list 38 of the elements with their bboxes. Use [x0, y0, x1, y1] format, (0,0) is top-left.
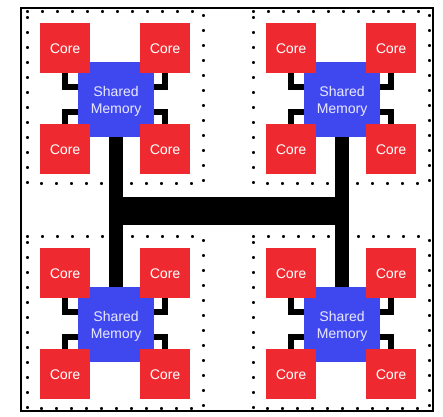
connector-line: [380, 73, 394, 90]
bus-line: [109, 137, 349, 211]
connector-line: [62, 334, 78, 349]
core-box: Core: [40, 349, 90, 399]
core-box: Core: [140, 248, 190, 298]
core-box: Core: [40, 248, 90, 298]
core-box: Core: [140, 23, 190, 73]
core-box: Core: [366, 124, 416, 174]
connector-line: [154, 298, 168, 315]
connector-line: [288, 334, 304, 349]
dotted-region: [26, 235, 205, 410]
connector-line: [380, 109, 394, 124]
connector-line: [154, 73, 168, 90]
dotted-region: [252, 235, 431, 410]
connector-line: [154, 334, 168, 349]
connector-line: [62, 109, 78, 124]
core-box: Core: [266, 248, 316, 298]
core-box: Core: [366, 23, 416, 73]
core-box: Core: [366, 248, 416, 298]
core-box: Core: [266, 349, 316, 399]
connector-line: [62, 298, 78, 315]
core-box: Core: [266, 124, 316, 174]
dotted-region: [252, 10, 431, 185]
connector-line: [288, 298, 304, 315]
core-box: Core: [40, 23, 90, 73]
connector-line: [154, 109, 168, 124]
dotted-region: [26, 10, 205, 185]
connector-line: [380, 334, 394, 349]
connector-line: [288, 109, 304, 124]
core-box: Core: [140, 124, 190, 174]
core-box: Core: [140, 349, 190, 399]
bus-line: [109, 211, 349, 287]
core-box: Core: [40, 124, 90, 174]
connector-line: [288, 73, 304, 90]
core-box: Core: [266, 23, 316, 73]
connector-line: [62, 73, 78, 90]
core-box: Core: [366, 349, 416, 399]
connector-line: [380, 298, 394, 315]
